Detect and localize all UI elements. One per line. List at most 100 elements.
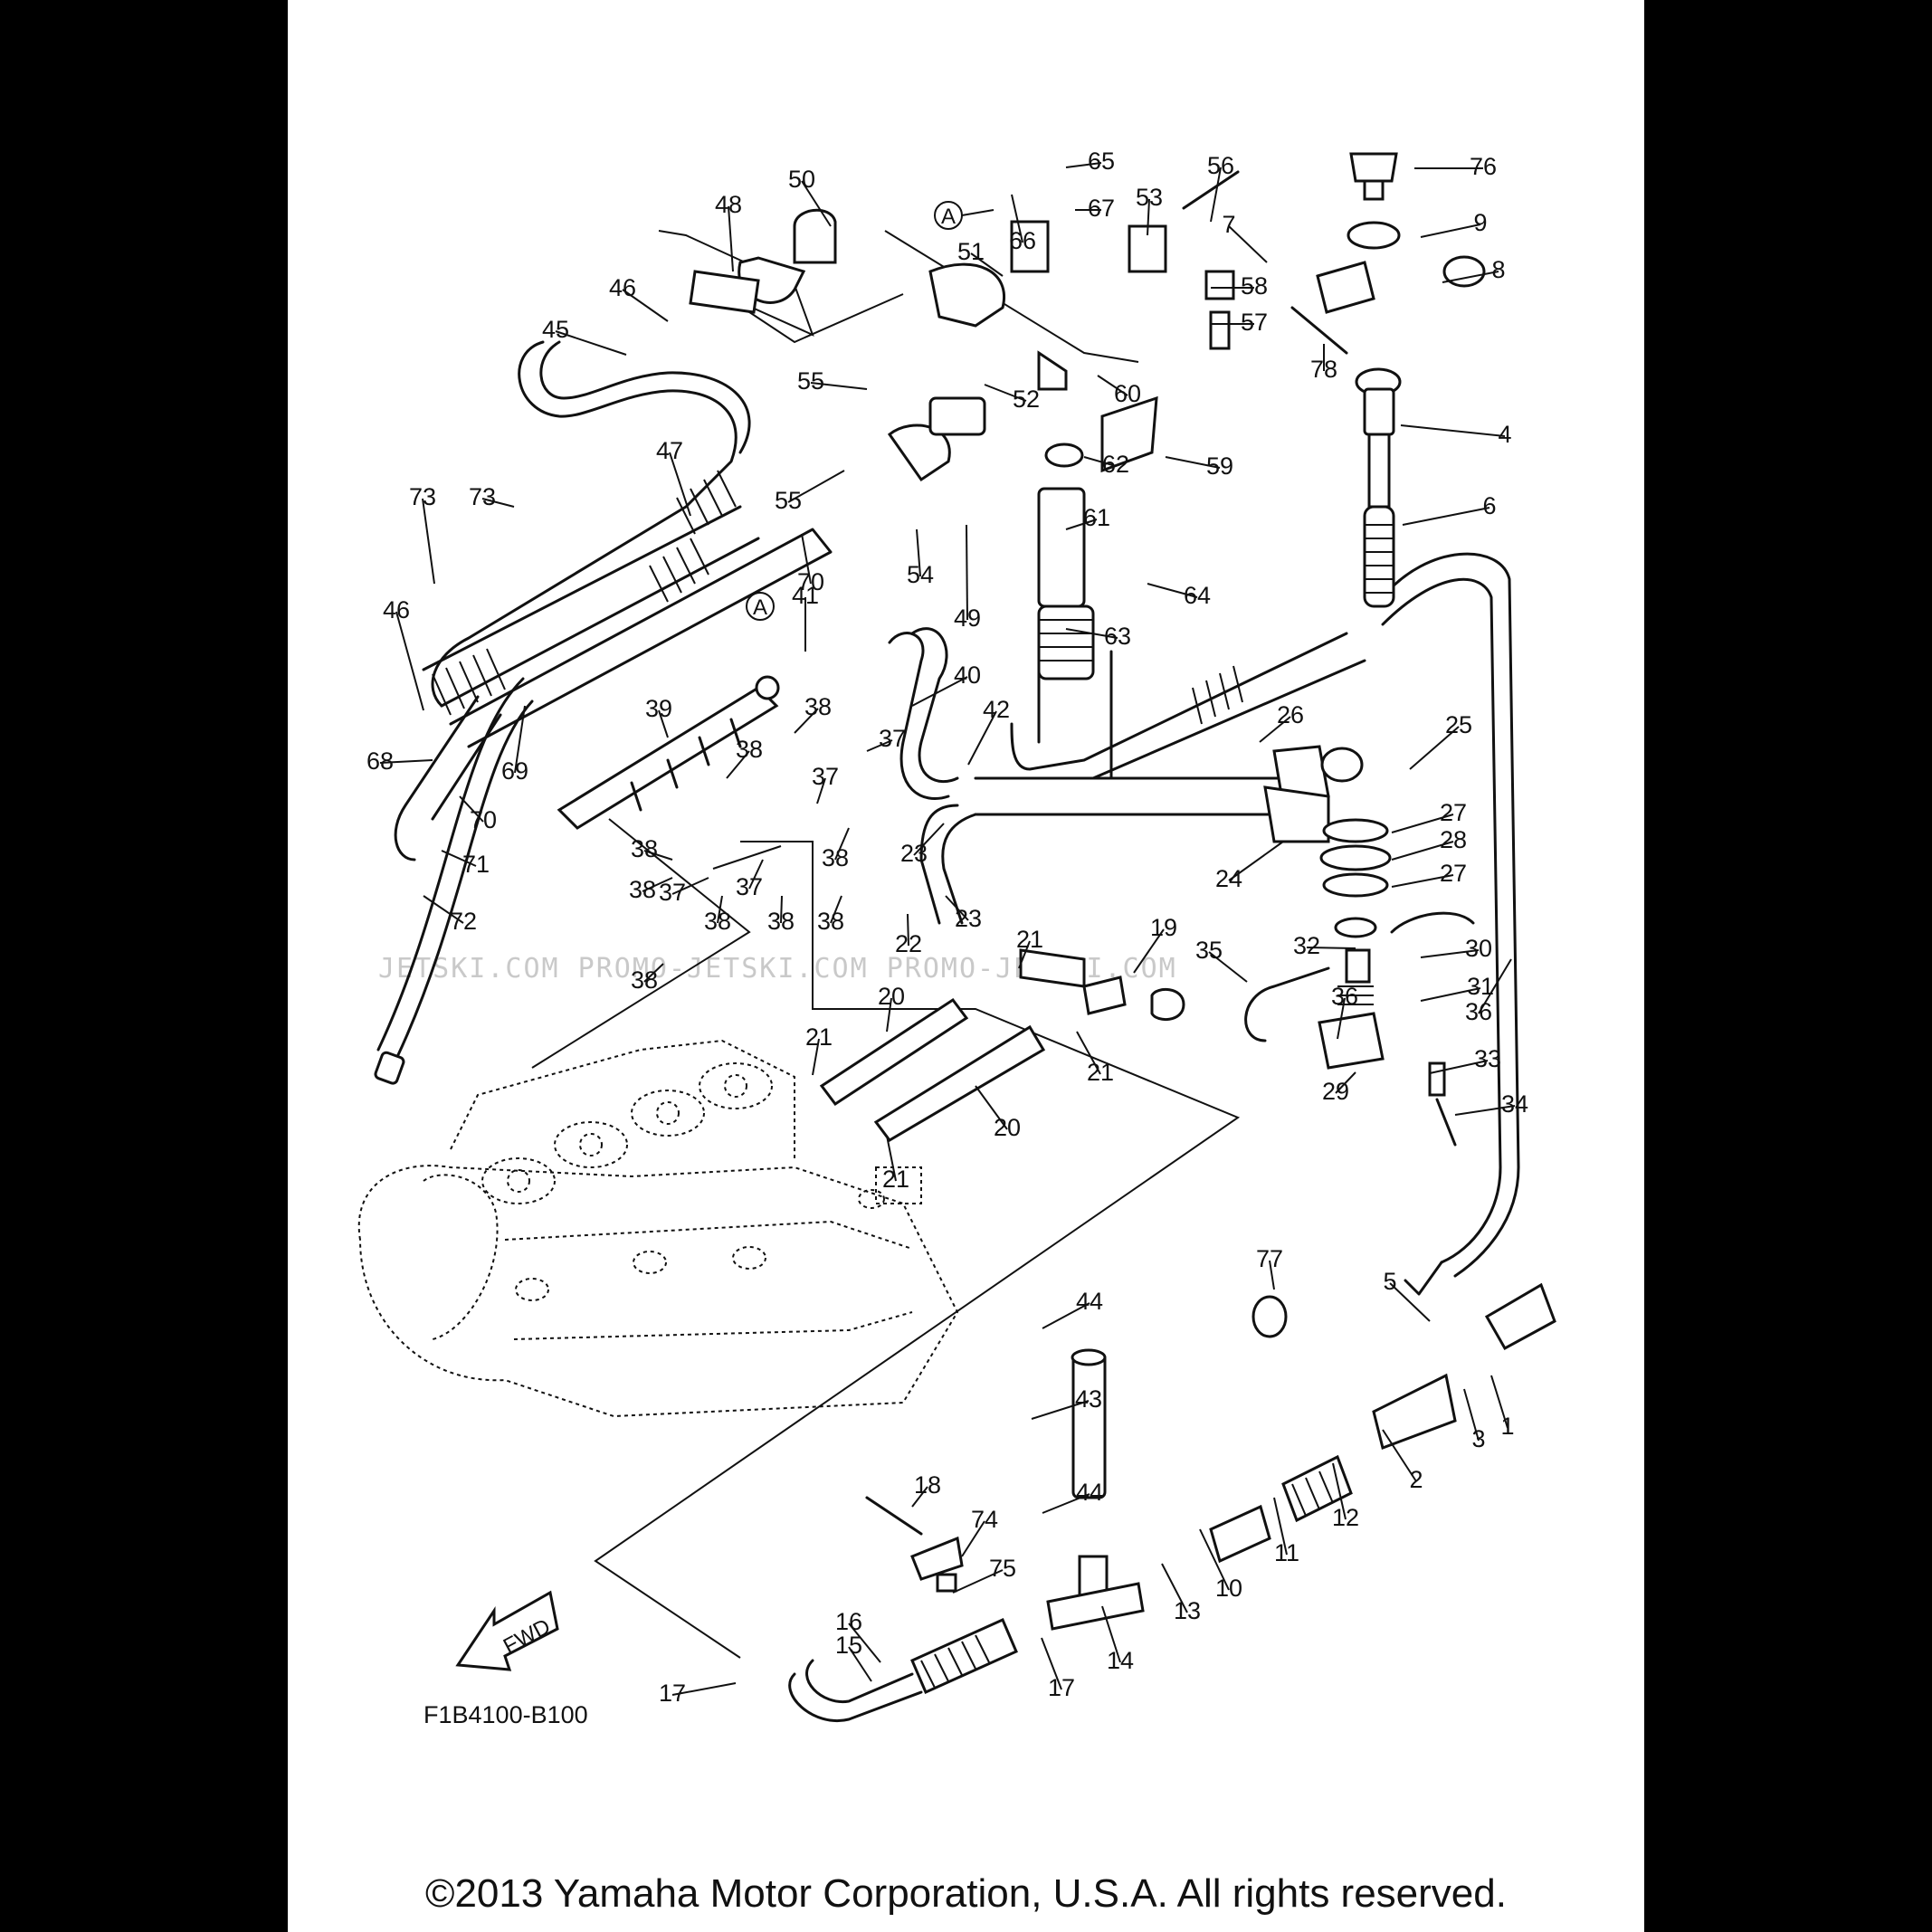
callout-14: 14	[1101, 1605, 1134, 1674]
leader-line	[441, 850, 477, 867]
callout-68: 68	[366, 747, 433, 775]
callout-51: 51	[957, 238, 1004, 277]
leader-line	[1420, 987, 1481, 1002]
leader-line	[1065, 628, 1118, 639]
part-number: 66	[1009, 227, 1036, 254]
part-number: 46	[383, 596, 410, 623]
leader-line	[1228, 841, 1284, 881]
leader-line	[1429, 1060, 1489, 1074]
leader-line	[975, 1085, 1008, 1130]
leader-line	[911, 676, 968, 707]
part-number: 34	[1501, 1090, 1528, 1118]
part-number: 47	[656, 437, 683, 464]
leader-line	[866, 739, 893, 752]
leader-line	[1273, 1497, 1288, 1556]
leader-line	[1199, 1528, 1230, 1591]
leader-line	[1454, 1105, 1516, 1116]
leader-line	[848, 1646, 872, 1682]
leader-line	[658, 709, 669, 738]
center-pipe	[1037, 443, 1095, 680]
callout-1: 1	[1490, 1375, 1515, 1440]
callout-70: 70	[459, 795, 497, 833]
ref-mark-a-left: A	[746, 592, 775, 621]
part-number: 21	[1087, 1059, 1114, 1086]
part-number: 46	[609, 274, 636, 301]
callout-13: 13	[1161, 1563, 1201, 1624]
callout-37: 37	[736, 859, 764, 900]
callout-47: 47	[656, 437, 691, 517]
leader-line	[1097, 375, 1128, 396]
leader-line	[1463, 1388, 1480, 1442]
callout-45: 45	[542, 316, 627, 356]
leader-line	[1042, 1493, 1090, 1514]
callout-17: 17	[1041, 1637, 1075, 1701]
leader-line	[1147, 198, 1150, 236]
callout-73: 73	[469, 483, 515, 510]
part-number: 52	[1013, 385, 1040, 413]
callout-35: 35	[1195, 937, 1248, 983]
leader-line	[1065, 162, 1102, 168]
leader-line	[1210, 167, 1222, 223]
part-number: 38	[631, 835, 658, 862]
part-number: 9	[1473, 209, 1487, 236]
part-number: 2	[1409, 1466, 1423, 1493]
part-number: 38	[704, 908, 731, 935]
leader-line	[787, 470, 845, 503]
part-number: 10	[1215, 1575, 1242, 1602]
leader-line	[1400, 424, 1506, 437]
leader-line	[423, 895, 464, 924]
callout-2: 2	[1382, 1429, 1423, 1493]
part-number: 16	[835, 1608, 862, 1635]
callout-38: 38	[629, 876, 673, 903]
leader-line	[1018, 940, 1031, 969]
callout-38: 38	[631, 963, 664, 994]
leader-line	[622, 289, 669, 322]
callout-21: 21	[1016, 926, 1043, 969]
callout-46: 46	[609, 274, 669, 322]
leader-line	[1133, 928, 1165, 974]
part-number: 17	[1048, 1674, 1075, 1701]
callout-38: 38	[726, 736, 763, 779]
part-number: 53	[1136, 184, 1163, 211]
callout-37: 37	[812, 763, 839, 804]
leader-line	[1083, 456, 1117, 467]
callout-21: 21	[805, 1023, 833, 1076]
callout-78: 78	[1310, 344, 1337, 383]
lower-hose-assembly	[788, 1282, 1556, 1722]
leader-line	[810, 382, 868, 390]
leader-line	[1065, 519, 1098, 530]
callout-55: 55	[797, 367, 868, 395]
callout-8: 8	[1442, 256, 1506, 283]
leader-line	[970, 252, 1004, 277]
leader-line	[395, 611, 424, 711]
leader-line	[642, 877, 673, 892]
leader-line	[830, 895, 842, 924]
callout-56: 56	[1207, 152, 1234, 223]
callout-70: 70	[797, 533, 824, 595]
callout-53: 53	[1136, 184, 1163, 236]
callout-49: 49	[954, 524, 981, 632]
part-number: 45	[542, 316, 569, 343]
callout-18: 18	[911, 1471, 941, 1508]
part-number: 70	[470, 806, 497, 833]
part-number: 3	[1471, 1425, 1485, 1452]
part-number: 24	[1215, 865, 1242, 892]
part-number: 26	[1277, 701, 1304, 728]
callout-9: 9	[1420, 209, 1488, 238]
callout-75: 75	[952, 1555, 1016, 1594]
leader-line	[726, 750, 750, 779]
leader-line	[481, 498, 515, 508]
leader-line	[1337, 997, 1346, 1040]
part-number: 57	[1241, 309, 1268, 336]
leader-line	[669, 452, 691, 517]
callout-72: 72	[423, 895, 477, 935]
part-number: 71	[462, 851, 490, 878]
part-number: 48	[715, 191, 742, 218]
callout-16: 16	[835, 1608, 881, 1663]
callout-71: 71	[441, 850, 490, 878]
part-number: 21	[1016, 926, 1043, 953]
part-number: 27	[1440, 799, 1467, 826]
part-number: 68	[366, 747, 394, 775]
callout-29: 29	[1322, 1071, 1356, 1105]
part-number: 72	[450, 908, 477, 935]
